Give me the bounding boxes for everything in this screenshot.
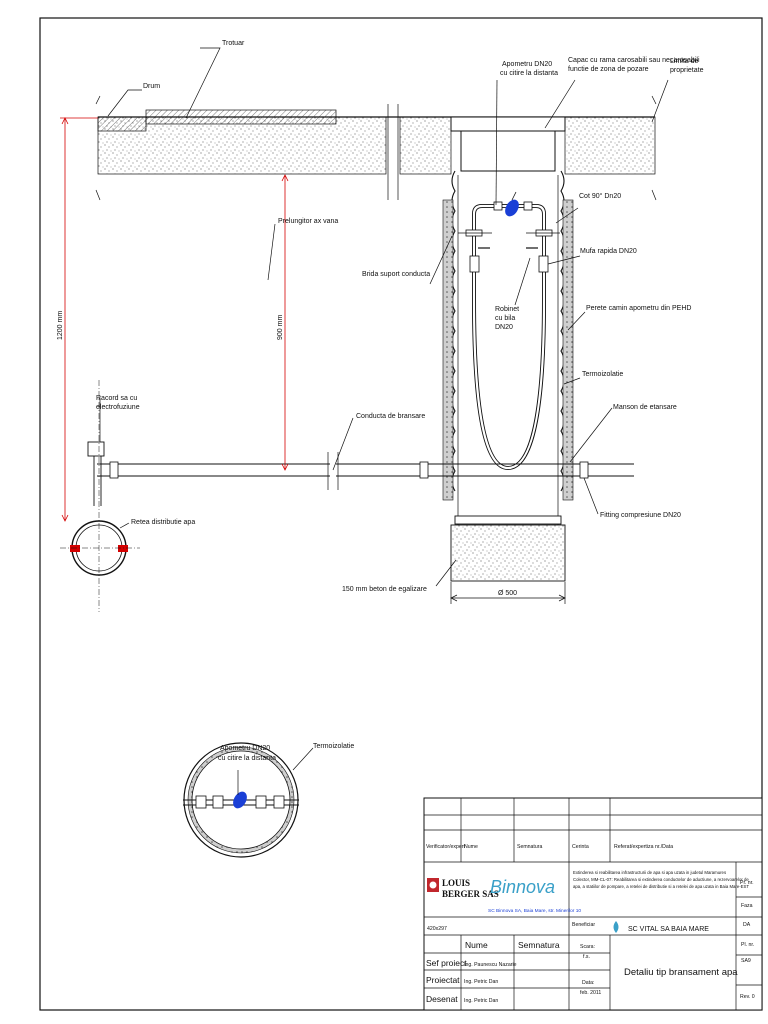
plan-label-termo: Termoizolatie [313, 743, 354, 750]
tb-desenat-name: Ing. Petric Dan [464, 998, 498, 1004]
tb-drawing-title: Detaliu tip bransament apa [624, 967, 738, 978]
tb-project-line3: apa, a statiilor de pompare, a retelei d… [573, 884, 749, 889]
meter-chamber [442, 116, 574, 582]
tb-project-line1: Extinderea si reabilitarea infrastructur… [573, 870, 726, 875]
tb-project-line2: Colector, MM-CL-07: Reabilitarea si exti… [573, 877, 749, 882]
tb-cerinta: Cerinta [572, 844, 589, 850]
title-block [423, 797, 763, 1011]
tb-nume: Nume [465, 940, 488, 950]
tb-data-value: feb. 2011 [580, 990, 601, 996]
tb-beneficiar: Beneficiar [572, 922, 595, 928]
tb-pr-nr: Pr. nr. [740, 880, 754, 886]
label-cot: Cot 90° Dn20 [579, 192, 621, 200]
vital-logo-icon [613, 921, 619, 933]
tb-company2-address: SC Binnova SA, Baia Mare, str. Minerilor… [488, 908, 581, 914]
tb-verificator: Verificator/expert [426, 844, 465, 850]
tb-sef-proiect: Sef proiect [426, 958, 467, 968]
tb-referat: Referat/expertiza nr./Data [614, 844, 673, 850]
sheet-border [39, 17, 763, 1011]
tb-format: 420x297 [427, 926, 447, 932]
tb-revision: Rev. 0 [740, 994, 755, 1000]
tb-data: Data: [582, 980, 594, 986]
plan-water-meter-icon [233, 791, 247, 809]
label-termo: Termoizolatie [582, 371, 623, 378]
label-prelungitor: Prelungitor ax vana [278, 218, 338, 225]
tb-semnatura-header: Semnatura [517, 844, 542, 850]
label-racord: Racord sa cu [96, 395, 137, 402]
tb-beneficiar-value: SC VITAL SA BAIA MARE [628, 926, 709, 933]
plan-label-apometru-2: cu citire la distanta [218, 755, 276, 762]
label-perete: Perete camin apometru din PEHD [586, 305, 691, 312]
label-apometru: Apometru DN20 [502, 61, 552, 68]
label-capac: Capac cu rama carosabili sau necarosabil… [568, 57, 700, 64]
label-capac-2: functie de zona de pozare [568, 66, 649, 73]
plan-label-apometru: Apometru DN20 [220, 745, 270, 752]
label-robinet-2: cu bila [495, 315, 515, 322]
tb-proiectat: Proiectat [426, 975, 460, 985]
tb-faza: Faza [741, 903, 753, 909]
concrete-base [450, 524, 566, 582]
label-retea: Retea distributie apa [131, 519, 195, 526]
tb-faza-value: DA [743, 922, 751, 928]
label-mufa: Mufa rapida DN20 [580, 248, 637, 255]
label-conducta: Conducta de bransare [356, 413, 425, 420]
dimensions [60, 117, 566, 604]
dimension-1200: 1200 mm [57, 311, 64, 340]
tb-desenat: Desenat [426, 994, 458, 1004]
tb-pl-nr: Pl. nr. [741, 942, 754, 948]
label-beton: 150 mm beton de egalizare [342, 586, 427, 593]
label-robinet: Robinet [495, 306, 519, 313]
plan-view [183, 742, 314, 858]
label-limita-2: proprietate [670, 67, 704, 74]
tb-scara: Scara: [580, 944, 595, 950]
label-racord-2: electrofuziune [96, 404, 140, 411]
tb-sef-proiect-name: Ing. Paunescu Nazarie [464, 962, 517, 968]
water-meter-icon [505, 199, 519, 217]
label-brida: Brida suport conducta [362, 271, 430, 278]
tb-company1-line1: LOUIS [442, 878, 470, 888]
label-drum: Drum [143, 83, 160, 90]
tb-semnatura: Semnatura [518, 940, 560, 950]
tb-pl-value: SA9 [741, 958, 751, 964]
ground-section [95, 95, 657, 201]
tb-company2-logo: Binnova [490, 877, 555, 897]
dimension-900: 900 mm [277, 315, 284, 340]
road-layer [97, 116, 147, 132]
sidewalk-layer [145, 109, 337, 125]
label-apometru-2: cu citire la distanta [500, 70, 558, 77]
label-robinet-3: DN20 [495, 324, 513, 331]
tb-scara-value: f.s. [583, 954, 590, 960]
tb-nume-header: Nume [464, 844, 478, 850]
tb-company1-line2: BERGER SAS [442, 889, 499, 899]
leader-lines [99, 47, 669, 587]
label-trotuar: Trotuar [222, 40, 245, 47]
service-pipe [60, 380, 634, 612]
dimension-500: Ø 500 [498, 590, 517, 597]
label-limita: Limita de [670, 58, 699, 65]
label-manson: Manson de etansare [613, 404, 677, 411]
label-fitting: Fitting compresiune DN20 [600, 512, 681, 519]
tb-proiectat-name: Ing. Petric Dan [464, 979, 498, 985]
